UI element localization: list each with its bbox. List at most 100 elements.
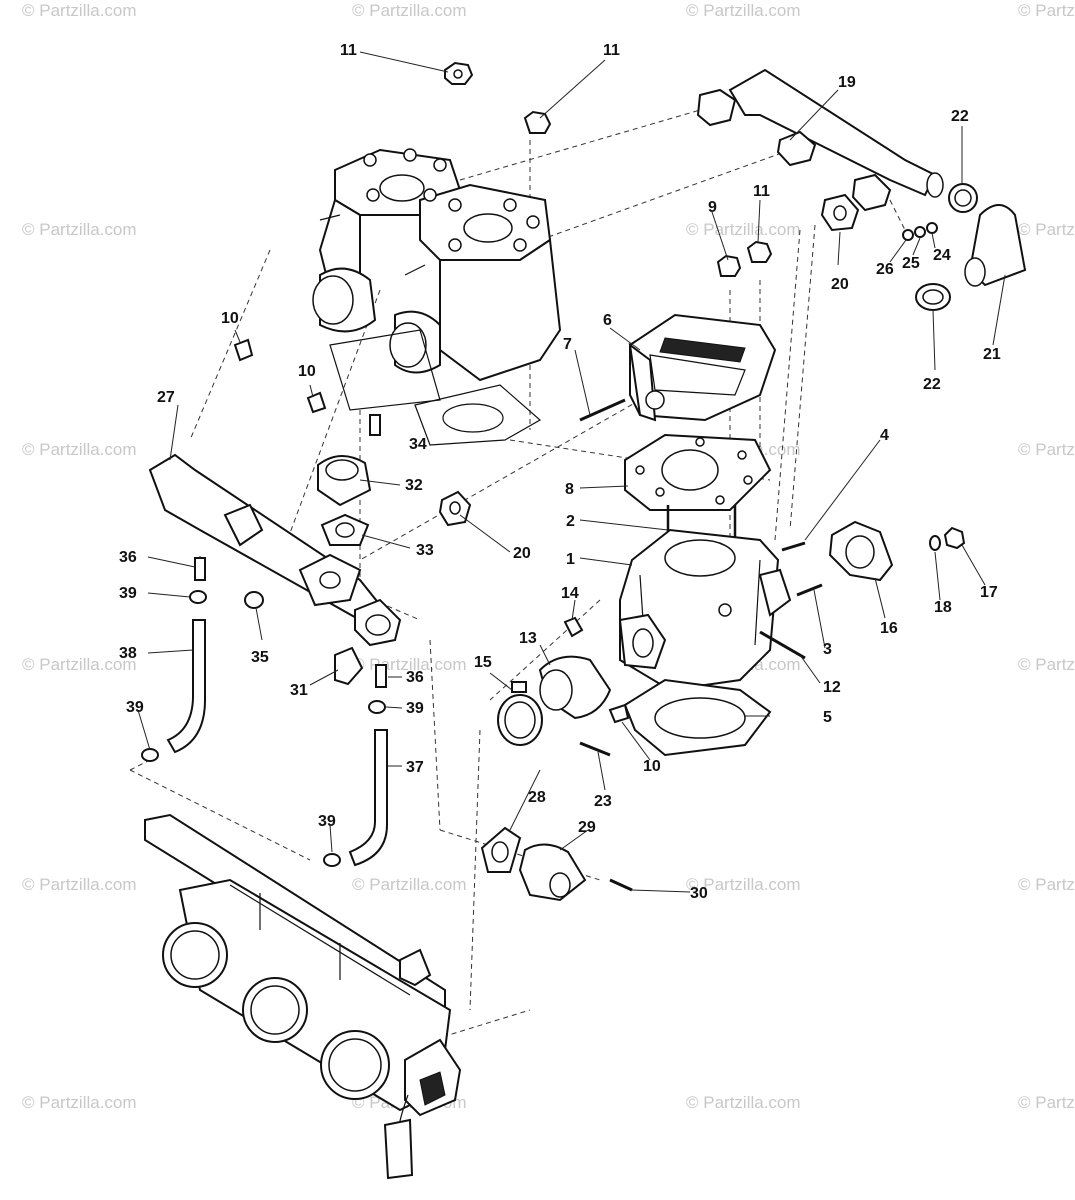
callout-14: 14	[561, 585, 579, 602]
gasket-28	[480, 826, 522, 873]
washer-18	[929, 535, 941, 551]
watermark: © Partzilla.com	[352, 1, 467, 20]
callout-35: 35	[251, 649, 269, 666]
callout-7: 7	[563, 336, 572, 353]
callout-31: 31	[290, 682, 308, 699]
callout-2: 2	[566, 513, 575, 530]
hose-38	[166, 619, 206, 754]
callout-39: 39	[126, 699, 144, 716]
callout-20: 20	[831, 276, 849, 293]
callout-11: 11	[603, 42, 620, 59]
callout-18: 18	[934, 599, 952, 616]
callout-11: 11	[753, 183, 770, 200]
watermark: © Partzilla.com	[22, 655, 137, 674]
sensor-31	[334, 646, 364, 686]
nut-11-middle	[523, 110, 552, 134]
callout-17: 17	[980, 584, 998, 601]
watermark: © Partzilla.com	[1018, 875, 1075, 894]
cap-35	[244, 591, 264, 609]
callout-20: 20	[513, 545, 531, 562]
callout-38: 38	[119, 645, 137, 662]
watermark: © Partzilla.com	[686, 220, 801, 239]
exhaust-pipe-19	[696, 68, 944, 212]
watermark: © Partzilla.com	[22, 875, 137, 894]
callout-39: 39	[406, 700, 424, 717]
callout-numbers: 11 11 11 9 19 22 20 26 25 24 22 21 6 7 1…	[119, 42, 1001, 902]
thermostat-cover-32	[317, 455, 372, 507]
fitting-36-upper	[194, 557, 206, 581]
callout-3: 3	[823, 641, 832, 658]
cylinder-head-6	[628, 313, 777, 422]
clamp-22-bottom	[915, 283, 951, 311]
clamp-15	[497, 681, 543, 746]
callout-28: 28	[528, 789, 546, 806]
callout-24: 24	[933, 247, 951, 264]
callout-25: 25	[902, 255, 920, 272]
callout-1: 1	[566, 551, 575, 568]
throttle-body-assembly	[144, 813, 462, 1180]
callout-11: 11	[340, 42, 357, 59]
fitting-36-lower	[375, 664, 387, 688]
callout-8: 8	[565, 481, 574, 498]
nut-9	[716, 254, 742, 277]
hose-clamp-39-a	[189, 590, 207, 604]
head-gasket-8	[624, 433, 772, 511]
clamp-22-top	[948, 183, 978, 213]
stud-7	[579, 398, 626, 422]
callout-27: 27	[157, 389, 175, 406]
watermark: © Partzilla.com	[1018, 1093, 1075, 1112]
callout-21: 21	[983, 346, 1001, 363]
fitting-10-lower	[608, 703, 630, 724]
nut-17	[943, 526, 966, 550]
watermark: © Partzilla.com	[686, 875, 801, 894]
callout-leaders	[137, 51, 1006, 893]
watermark: © Partzilla.com	[1018, 440, 1075, 459]
sensor-34	[369, 414, 381, 436]
callout-32: 32	[405, 477, 423, 494]
callout-33: 33	[416, 542, 434, 559]
watermark: © Partzilla.com	[22, 220, 137, 239]
nut-11-right	[746, 240, 773, 263]
hardware-24-25-26	[902, 222, 938, 241]
callout-39: 39	[119, 585, 137, 602]
callout-6: 6	[603, 312, 612, 329]
gasket-20-left	[438, 490, 472, 527]
callout-22: 22	[923, 376, 941, 393]
hose-elbow-21	[964, 204, 1027, 287]
exhaust-gasket-16	[828, 520, 894, 582]
callout-9: 9	[708, 199, 717, 216]
water-manifold-27	[148, 453, 402, 647]
screw-30	[609, 878, 633, 892]
callout-22: 22	[951, 108, 969, 125]
screw-23	[579, 741, 611, 757]
hose-clamp-39-d	[323, 853, 341, 867]
callout-10: 10	[221, 310, 239, 327]
watermark: © Partzilla.com	[686, 1, 801, 20]
watermark: © Partzilla.com	[1018, 1, 1075, 20]
callout-36: 36	[406, 669, 424, 686]
fitting-10-middle-left	[306, 391, 327, 414]
watermark: © Partzilla.com	[22, 440, 137, 459]
fitting-10-upper-left	[233, 338, 254, 362]
watermark: © Partzilla.com	[686, 1093, 801, 1112]
callout-4: 4	[880, 427, 889, 444]
callout-19: 19	[838, 74, 856, 91]
callout-15: 15	[474, 654, 492, 671]
callout-36: 36	[119, 549, 137, 566]
watermark: © Partzilla.com	[1018, 220, 1075, 239]
callout-37: 37	[406, 759, 424, 776]
gasket-20-right	[820, 193, 860, 232]
stud-3	[796, 583, 823, 597]
callout-16: 16	[880, 620, 898, 637]
hose-37	[348, 729, 388, 867]
callout-34: 34	[409, 436, 427, 453]
watermark: © Partzilla.com	[22, 1, 137, 20]
watermark: © Partzilla.com	[1018, 655, 1075, 674]
callout-5: 5	[823, 709, 832, 726]
stud-12	[759, 630, 806, 660]
callout-39: 39	[318, 813, 336, 830]
callout-23: 23	[594, 793, 612, 810]
base-gasket-5	[623, 678, 772, 757]
watermark: © Partzilla.com	[352, 875, 467, 894]
